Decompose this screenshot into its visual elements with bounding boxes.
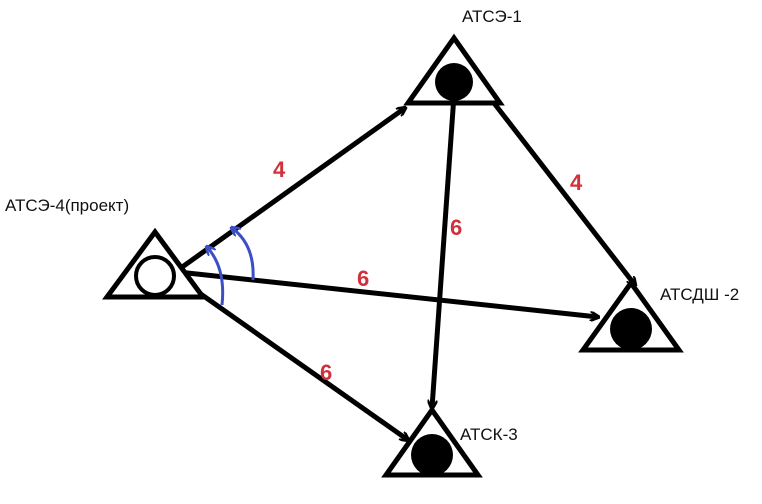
edge-atse4-atse1 [176, 108, 405, 273]
node-atse4 [102, 227, 208, 300]
node-label-atsdsh2: АТСДШ -2 [660, 285, 739, 304]
edge-atse1-atsdsh2 [478, 83, 635, 285]
node-label-atsk3: АТСК-3 [460, 425, 518, 444]
edge-atse1-atsk3 [432, 94, 457, 408]
edge-weight-atse4-atse1: 4 [273, 157, 286, 182]
node-label-atse4: АТСЭ-4(проект) [5, 196, 129, 215]
node-atse1 [403, 33, 505, 106]
edge-weight-atse4-atsdsh2: 6 [357, 266, 369, 291]
edge-weight-atse1-atsk3: 6 [450, 215, 462, 240]
angle-arc-outer [232, 228, 255, 281]
node-label-atse1: АТСЭ-1 [462, 7, 522, 26]
angle-arc-inner [207, 247, 225, 306]
edge-weight-atse1-atsdsh2: 4 [570, 170, 583, 195]
edge-weight-atse4-atsk3: 6 [320, 360, 332, 385]
edge-atse4-atsdsh2 [177, 269, 598, 317]
node-atsk3 [381, 405, 483, 478]
node-atsdsh2 [578, 278, 684, 353]
edge-atse4-atsk3 [176, 275, 408, 440]
